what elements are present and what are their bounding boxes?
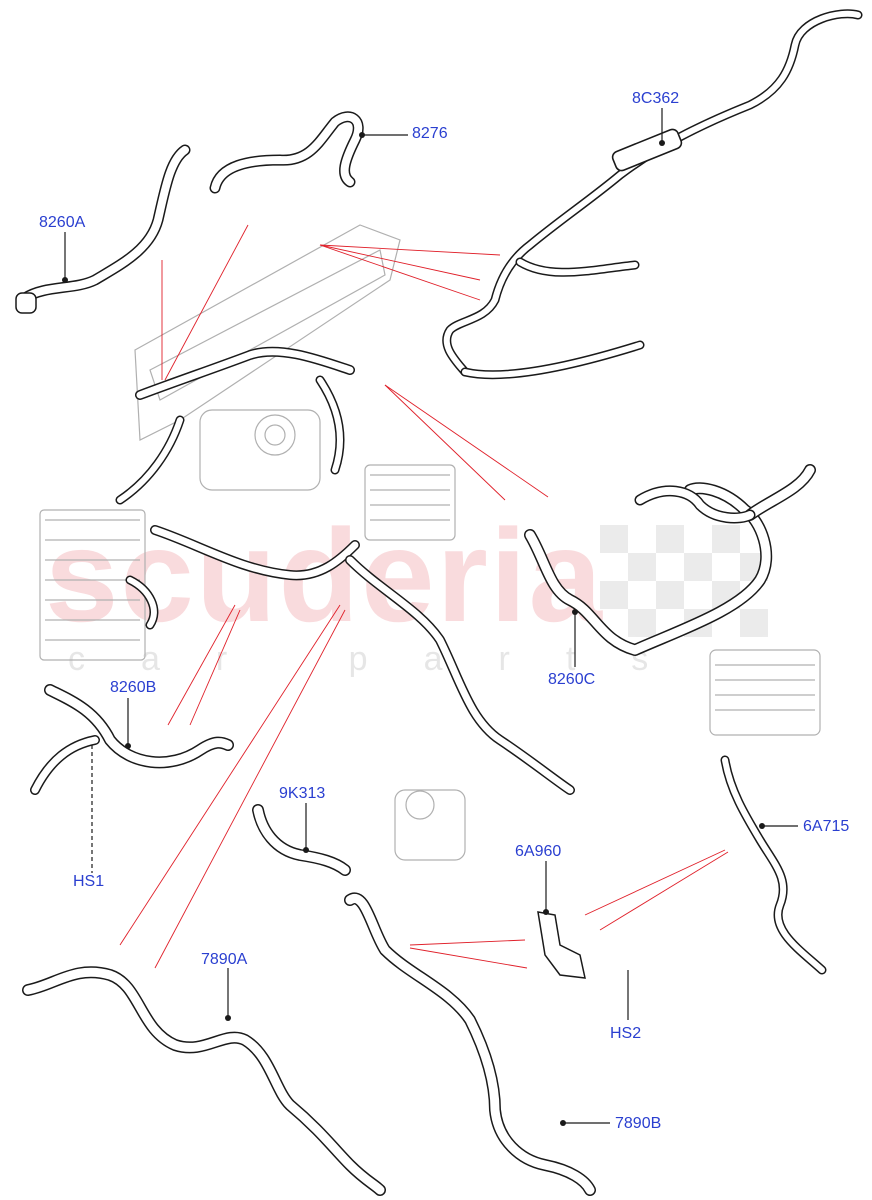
- leader-lines: [62, 108, 798, 1126]
- part-label-6A715: 6A715: [803, 818, 850, 835]
- part-label-8260A: 8260A: [39, 214, 86, 231]
- oil-cooler: [709, 649, 821, 736]
- part-label-7890B: 7890B: [615, 1115, 662, 1132]
- watermark-main: scuderia: [45, 502, 604, 649]
- hose-7890B: [344, 892, 596, 1196]
- part-label-8260C: 8260C: [548, 671, 596, 688]
- hose-8C362: [442, 9, 863, 380]
- part-label-8260B: 8260B: [110, 679, 157, 696]
- hose-9K313: [252, 789, 466, 876]
- reference-lines: [119, 224, 729, 969]
- part-label-6A960: 6A960: [515, 843, 562, 860]
- hose-8260C: [524, 464, 816, 656]
- engine-cooling-assembly: [39, 224, 575, 795]
- part-label-HS2: HS2: [610, 1025, 642, 1042]
- checkered-flag-watermark: [600, 525, 768, 637]
- part-label-HS1: HS1: [73, 873, 105, 890]
- hose-6A715: [720, 755, 827, 975]
- part-label-9K313: 9K313: [279, 785, 326, 802]
- part-label-8C362: 8C362: [632, 90, 680, 107]
- hose-8260B: [30, 684, 234, 795]
- part-label-7890A: 7890A: [201, 951, 248, 968]
- hose-8276: [209, 111, 364, 194]
- hose-8260A: [15, 144, 191, 314]
- part-label-8276: 8276: [412, 125, 448, 142]
- watermark-sub: car parts: [68, 640, 705, 678]
- hose-7890A: [22, 966, 386, 1196]
- bracket-6A960: [537, 911, 586, 979]
